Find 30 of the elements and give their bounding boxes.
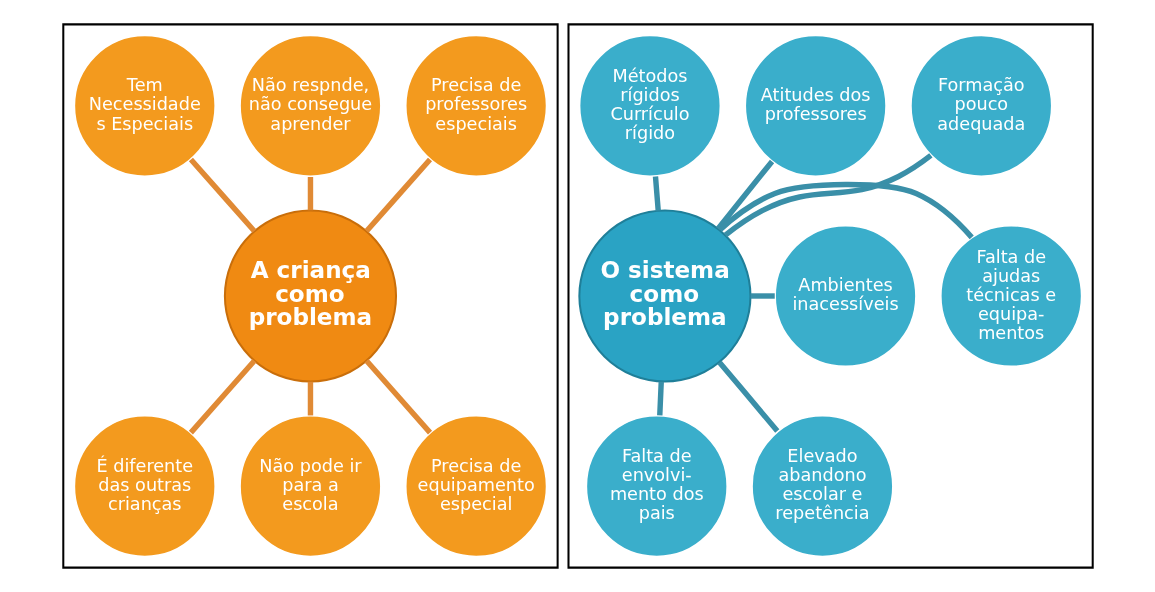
connector [307, 381, 313, 416]
connector [188, 157, 256, 233]
connector [364, 157, 432, 233]
connector [656, 381, 664, 416]
node-circle: Não respnde, não consegue aprender [238, 34, 382, 178]
connector [364, 359, 432, 435]
connector [715, 159, 774, 231]
node-circle: A criança como problema [223, 209, 397, 383]
cluster [61, 23, 559, 569]
cluster [566, 23, 1094, 569]
node-circle: Ambientes inacessíveis [773, 224, 917, 368]
node-circle: É diferente das outras crianças [72, 414, 216, 558]
node-circle: Precisa de professores especiais [404, 34, 548, 178]
connector [652, 176, 661, 211]
node-circle: Atitudes dos professores [743, 34, 887, 178]
connector [188, 359, 256, 435]
node-circle: Métodos rígidos Currículo rígido [577, 34, 722, 178]
node-circle: Falta de envolvi- mento dos pais [584, 414, 728, 558]
node-circle: Precisa de equipamento especial [404, 414, 548, 558]
connector [750, 293, 775, 299]
node-circle: Elevado abandono escolar e repetência [750, 414, 894, 558]
connector [723, 153, 932, 238]
connector [307, 177, 313, 211]
node-circle: O sistema como problema [577, 209, 751, 383]
node-circle: Falta de ajudas técnicas e equipa- mentos [939, 224, 1083, 368]
node-circle: Não pode ir para a escola [238, 414, 382, 558]
connector [717, 181, 974, 240]
node-circle: Tem Necessidade s Especiais [72, 34, 216, 178]
node-circle: Formação pouco adequada [909, 34, 1053, 178]
connector [717, 360, 779, 433]
